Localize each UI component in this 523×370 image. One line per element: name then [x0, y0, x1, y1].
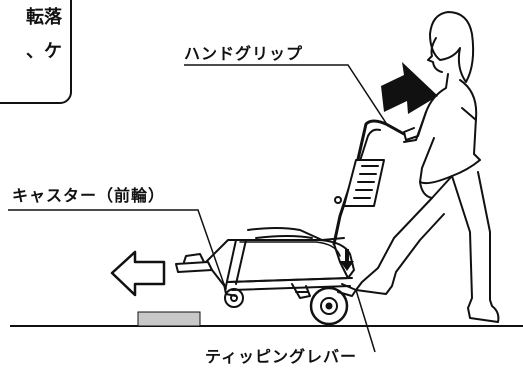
direction-arrow-left [110, 250, 166, 297]
tipping-lever-label: ティッピングレバー [205, 347, 358, 366]
step-down-arrow [340, 249, 354, 271]
hand-grip-label: ハンドグリップ [184, 44, 304, 63]
caster-leader [8, 209, 227, 291]
caregiver-figure [355, 11, 500, 323]
tipping-lever-leader [355, 289, 376, 353]
callout-text-line-1: 転落 [26, 7, 62, 28]
hand-grip-leader [184, 64, 389, 127]
callout-text-line-2: 、ケ [26, 41, 62, 62]
obstacle-step [137, 311, 201, 327]
push-direction-arrow [381, 62, 438, 114]
caster-label: キャスター（前輪） [12, 186, 166, 205]
note-callout-box: 転落 、ケ [0, 0, 72, 104]
wheelchair [175, 119, 406, 326]
